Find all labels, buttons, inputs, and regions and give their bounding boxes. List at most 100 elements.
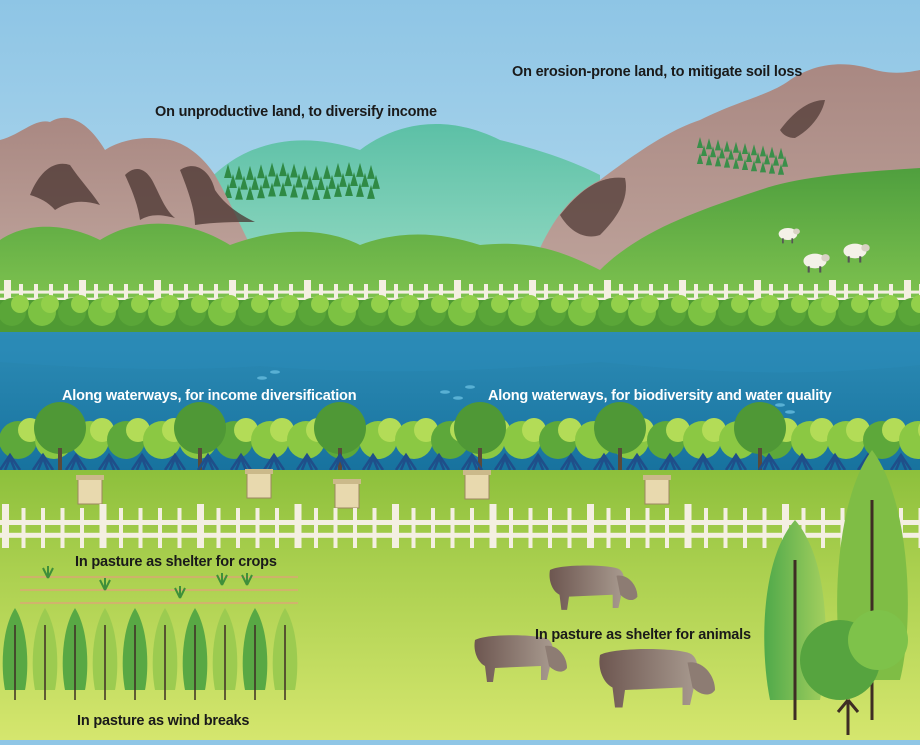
hedge-bush — [461, 295, 479, 313]
riparian-tree-trunk — [618, 448, 622, 470]
fence-post — [626, 508, 630, 548]
riparian-tree-trunk — [58, 448, 62, 470]
beehive-lid — [463, 470, 491, 475]
beehive — [645, 478, 669, 504]
fence-post — [139, 508, 143, 548]
hedge-bush — [11, 295, 29, 313]
fish — [270, 370, 280, 374]
fence-post — [373, 508, 377, 548]
hedge-bush — [551, 295, 569, 313]
riparian-tree — [454, 402, 506, 454]
hedge-bush — [791, 295, 809, 313]
hedge-bush — [431, 295, 449, 313]
hedge-bush — [491, 295, 509, 313]
sheep-head — [821, 254, 829, 261]
fence-post — [568, 508, 572, 548]
label-erosion-prone-land: On erosion-prone land, to mitigate soil … — [512, 64, 802, 80]
hedge-bush — [581, 295, 599, 313]
beehive — [247, 472, 271, 498]
beehive-lid — [245, 469, 273, 474]
fence-post — [451, 508, 455, 548]
fence-post — [314, 508, 318, 548]
fence-post — [392, 504, 399, 548]
riparian-tree — [594, 402, 646, 454]
label-waterways-biodiversity: Along waterways, for biodiversity and wa… — [488, 388, 832, 404]
hedge-bush — [851, 295, 869, 313]
hedge-bush — [521, 295, 539, 313]
fence-post — [41, 508, 45, 548]
riparian-tree — [34, 402, 86, 454]
fence-post — [100, 504, 107, 548]
sheep-head — [861, 244, 869, 251]
riparian-tree — [174, 402, 226, 454]
hedge-bush — [881, 295, 899, 313]
fence-post — [178, 508, 182, 548]
beehive — [78, 478, 102, 504]
beehive-lid — [76, 475, 104, 480]
fence-post — [548, 508, 552, 548]
fence-post — [197, 504, 204, 548]
hedge-bush — [821, 295, 839, 313]
fence-post — [275, 508, 279, 548]
sheep-leg — [848, 256, 850, 262]
fence-post — [119, 508, 123, 548]
sheep-leg — [782, 238, 784, 243]
label-wind-breaks: In pasture as wind breaks — [77, 713, 249, 729]
sheep-leg — [791, 238, 793, 243]
hedge-bush — [71, 295, 89, 313]
hedge-bush — [191, 295, 209, 313]
hedge-bush — [281, 295, 299, 313]
fence-post — [61, 508, 65, 548]
hedge-bush — [101, 295, 119, 313]
fence-post — [763, 508, 767, 548]
fence-post — [607, 508, 611, 548]
fence-post — [646, 508, 650, 548]
fence-post — [743, 508, 747, 548]
beehive-lid — [643, 475, 671, 480]
fence-post — [334, 508, 338, 548]
hedge-bush — [371, 295, 389, 313]
hedge-bush — [221, 295, 239, 313]
hedge-bush — [401, 295, 419, 313]
sheep-head — [793, 228, 800, 234]
fence-post — [821, 508, 825, 548]
round-tree — [848, 610, 908, 670]
fence-post — [431, 508, 435, 548]
fence-post — [295, 504, 302, 548]
hedge-bush — [671, 295, 689, 313]
hedge-bush — [341, 295, 359, 313]
label-shelter-crops: In pasture as shelter for crops — [75, 554, 277, 570]
fence-post — [412, 508, 416, 548]
label-waterways-income: Along waterways, for income diversificat… — [62, 388, 356, 404]
sheep-leg — [859, 256, 861, 262]
fence-post — [470, 508, 474, 548]
fence-post — [685, 504, 692, 548]
fence-post — [724, 508, 728, 548]
river-reflection — [0, 340, 920, 372]
fence-post — [2, 504, 9, 548]
beehive — [465, 473, 489, 499]
fence-post — [704, 508, 708, 548]
fence-post — [236, 508, 240, 548]
fish — [440, 390, 450, 394]
fence-post — [665, 508, 669, 548]
fence-post — [22, 508, 26, 548]
fish — [465, 385, 475, 389]
beehive — [335, 482, 359, 508]
riparian-tree — [314, 402, 366, 454]
fish — [257, 376, 267, 380]
fish — [453, 396, 463, 400]
hedge-bush — [611, 295, 629, 313]
fence-post — [529, 508, 533, 548]
hedge-bush — [641, 295, 659, 313]
label-unproductive-land: On unproductive land, to diversify incom… — [155, 104, 437, 120]
hedge-bush — [761, 295, 779, 313]
riparian-tree — [734, 402, 786, 454]
hedge-bush — [251, 295, 269, 313]
fence-post — [80, 508, 84, 548]
hedge-bush — [311, 295, 329, 313]
hedge-bush — [731, 295, 749, 313]
sheep-leg — [819, 266, 821, 272]
hedge-bush — [161, 295, 179, 313]
